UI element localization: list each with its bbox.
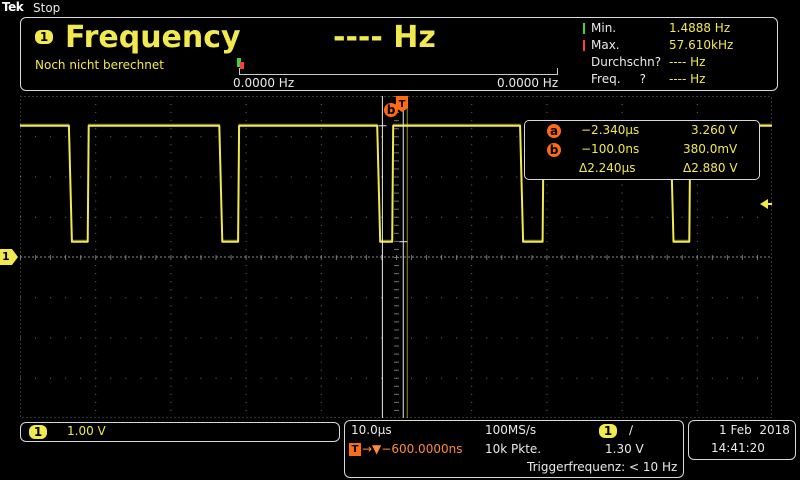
trigger-slope-icon: ∕ <box>629 423 634 437</box>
stat-mean-label: Durchschn? <box>591 55 662 69</box>
date-value: 1 Feb 2018 <box>719 423 790 437</box>
cursor-b-time: −100.0ns <box>581 142 640 156</box>
datetime-box[interactable]: 1 Feb 2018 14:41:20 <box>688 420 796 460</box>
range-left-value: 0.0000 Hz <box>233 76 295 90</box>
trigger-channel-badge: 1 <box>599 424 617 438</box>
stat-mean-value: ---- Hz <box>669 55 706 69</box>
measurement-status: Noch nicht berechnet <box>35 58 164 72</box>
range-min-marker-icon <box>237 58 241 67</box>
cursor-a-time: −2.340µs <box>581 123 640 137</box>
stat-freq-label: Freq. ? <box>591 72 646 86</box>
max-flag-icon <box>583 40 585 51</box>
time-value: 14:41:20 <box>711 441 765 455</box>
acquisition-state: Stop <box>33 1 61 15</box>
trigger-frequency-value: Triggerfrequenz: < 10 Hz <box>527 460 678 474</box>
stat-max-label: Max. <box>591 38 620 52</box>
stat-max-value: 57.610kHz <box>669 38 734 52</box>
cursor-b-badge: b <box>547 143 561 157</box>
measurement-value: ---- Hz <box>333 20 436 55</box>
channel1-scale-badge: 1 <box>29 425 47 439</box>
cursor-b-top-marker[interactable]: b <box>384 103 398 117</box>
stat-min-value: 1.4888 Hz <box>669 21 731 35</box>
stat-freq-value: ---- Hz <box>669 72 706 86</box>
cursor-a-volt: 3.260 V <box>691 123 738 137</box>
channel1-marker-label: 1 <box>2 250 10 263</box>
waveform-graticule[interactable] <box>20 96 772 418</box>
range-bar-left-tick <box>239 68 240 75</box>
measurement-channel-badge: 1 <box>35 30 53 44</box>
trigger-offset-value: →▼−600.0000ns <box>362 442 463 456</box>
measurement-name: Frequency <box>65 20 241 55</box>
trigger-level-value: 1.30 V <box>605 442 644 456</box>
cursor-lines <box>378 96 408 418</box>
timebase-value: 10.0µs <box>351 423 392 437</box>
trigger-level-arrow-icon[interactable] <box>760 198 772 210</box>
range-bar <box>239 74 557 75</box>
channel1-trace <box>20 123 772 243</box>
stat-min-label: Min. <box>591 21 617 35</box>
measurement-panel[interactable]: 1 Frequency ---- Hz Noch nicht berechnet… <box>20 17 778 91</box>
cursor-delta-time: Δ2.240µs <box>579 161 636 175</box>
range-bar-right-tick <box>557 68 558 75</box>
channel1-scale-box[interactable]: 1 1.00 V <box>20 422 340 442</box>
trigger-position-marker-icon[interactable]: T <box>395 95 409 113</box>
record-length-value: 10k Pkte. <box>485 442 542 456</box>
cursor-b-volt: 380.0mV <box>683 142 738 156</box>
brand-logo: Tek <box>2 0 24 14</box>
cursor-delta-volt: Δ2.880 V <box>683 161 738 175</box>
sample-rate-value: 100MS/s <box>485 423 537 437</box>
cursor-readout-panel[interactable]: a −2.340µs 3.260 V b −100.0ns 380.0mV Δ2… <box>524 120 760 180</box>
min-flag-icon <box>583 23 585 34</box>
range-max-marker-icon <box>240 62 244 69</box>
trigger-offset-t-icon: T <box>349 443 361 456</box>
channel1-scale-value: 1.00 V <box>67 424 106 438</box>
range-right-value: 0.0000 Hz <box>497 76 559 90</box>
horizontal-trigger-box[interactable]: 10.0µs 100MS/s 1 ∕ T →▼−600.0000ns 10k P… <box>344 420 684 478</box>
grid-dots <box>20 96 772 418</box>
cursor-a-badge: a <box>547 124 561 138</box>
svg-text:T: T <box>399 99 406 110</box>
